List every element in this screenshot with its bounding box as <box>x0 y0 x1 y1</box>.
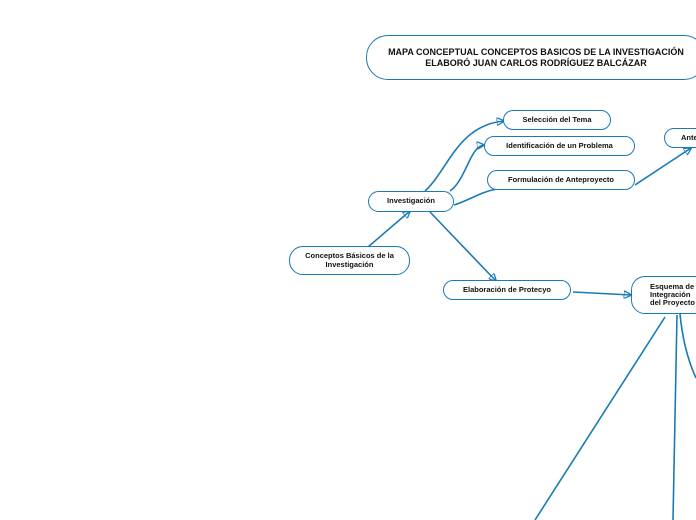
investigacion-node[interactable]: Investigación <box>368 191 454 212</box>
esquema-integracion-label: Esquema de Integración del Proyecto <box>650 281 696 308</box>
elaboracion-proyecto-label: Elaboración de Protecyo <box>463 284 551 294</box>
elaboracion-proyecto-node[interactable]: Elaboración de Protecyo <box>443 280 571 300</box>
seleccion-tema-label: Selección del Tema <box>522 114 592 124</box>
root-concept-node[interactable]: Conceptos Básicos de la Investigación <box>289 246 410 275</box>
map-title-node[interactable]: MAPA CONCEPTUAL CONCEPTOS BASICOS DE LA … <box>366 35 696 80</box>
formulacion-anteproyecto-node[interactable]: Formulación de Anteproyecto <box>487 170 635 190</box>
edge-investigacion-identificacion <box>449 145 484 192</box>
edge-formulacion-anteproyecto <box>634 148 691 186</box>
edge-esquema-branch-1 <box>534 316 666 520</box>
identificacion-problema-node[interactable]: Identificación de un Problema <box>484 136 635 156</box>
identificacion-problema-label: Identificación de un Problema <box>506 140 613 150</box>
esquema-integracion-node[interactable]: Esquema de Integración del Proyecto <box>631 276 696 314</box>
edge-esquema-branch-3 <box>679 313 696 379</box>
seleccion-tema-node[interactable]: Selección del Tema <box>503 110 611 130</box>
edge-esquema-branch-2 <box>672 314 678 520</box>
edge-root-investigacion <box>367 211 410 248</box>
root-concept-label: Conceptos Básicos de la Investigación <box>305 251 394 269</box>
edge-investigacion-formulacion <box>453 188 498 206</box>
anteproyecto-label: Anteproyecto <box>681 132 696 142</box>
investigacion-label: Investigación <box>387 196 435 206</box>
anteproyecto-node[interactable]: Anteproyecto <box>664 128 696 148</box>
map-title: MAPA CONCEPTUAL CONCEPTOS BASICOS DE LA … <box>388 46 684 68</box>
edge-elaboracion-esquema <box>572 292 631 295</box>
edge-investigacion-seleccion <box>424 121 504 192</box>
edge-investigacion-elaboracion <box>429 211 496 281</box>
formulacion-anteproyecto-label: Formulación de Anteproyecto <box>508 174 614 184</box>
